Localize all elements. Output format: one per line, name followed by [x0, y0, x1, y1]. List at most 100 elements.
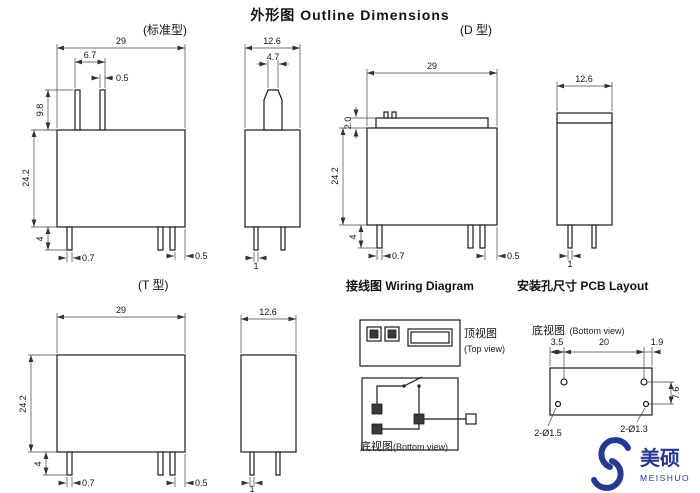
relay-body: [56, 129, 186, 228]
t-side-drawing: 12.6 1: [240, 307, 297, 493]
dim-body-width: 29: [427, 61, 437, 71]
coil-terminal-slot: [366, 326, 382, 342]
dim-lip-height: 2.0: [343, 117, 353, 130]
brand-name-en: MEISHUO: [640, 473, 690, 483]
wiring-bottom-view-en: (Bottom view): [393, 442, 449, 452]
pin-pad: [413, 413, 425, 425]
dim-edge-left: 3.5: [551, 337, 564, 347]
dim-pin-height: 9.8: [35, 104, 45, 117]
quick-connect-tab: [263, 89, 283, 131]
top-nub: [383, 111, 389, 119]
contact-lead: [376, 385, 404, 404]
t-front-drawing: 29 24.2 4 0.7 0.5: [18, 305, 208, 488]
standard-side-drawing: 12.6 4.7 1: [244, 36, 301, 271]
pcb-bottom-view-label: 底视图 (Bottom view): [532, 321, 624, 339]
dim-pin-thickness: 0.7: [392, 251, 405, 261]
pcb-bottom-view-en: (Bottom view): [569, 326, 625, 336]
mounting-hole: [642, 400, 650, 408]
mounting-hole: [560, 378, 568, 386]
dim-edge-right: 1.9: [651, 337, 664, 347]
dim-body-depth: 12.6: [259, 307, 277, 317]
bottom-pin: [275, 451, 281, 476]
top-view-label: 顶视图 (Top view): [464, 326, 505, 356]
external-terminal: [465, 413, 477, 425]
brand-name-cn: 美硕: [640, 446, 680, 470]
top-view-label-en: (Top view): [464, 344, 506, 354]
hole-callout-a: 2-Ø1.5: [534, 428, 562, 438]
bottom-pin: [253, 226, 259, 251]
wiring-section-label: 接线图 Wiring Diagram: [346, 279, 474, 293]
relay-body: [240, 354, 297, 453]
relay-body: [56, 354, 186, 453]
coil-terminal-slot: [384, 326, 400, 342]
meishuo-logo-icon: [591, 437, 631, 491]
bottom-view-outline: [361, 377, 459, 451]
dim-pin-thickness: 0.7: [82, 253, 95, 263]
bottom-pin: [157, 226, 164, 251]
switch-pivot: [402, 384, 406, 388]
bottom-pin: [66, 451, 73, 476]
wiring-diagram-drawing: [359, 319, 477, 451]
d-side-drawing: 12.6 1: [556, 74, 613, 269]
pcb-outline: [549, 367, 653, 416]
pcb-bottom-view-cn: 底视图: [532, 325, 565, 337]
hole-callout-b: 2-Ø1.3: [620, 424, 648, 434]
dim-hole-span: 20: [599, 337, 609, 347]
relay-body: [366, 127, 498, 226]
t-type-label: (T 型): [138, 278, 169, 292]
coil-terminal: [369, 329, 379, 339]
bottom-pin: [591, 224, 597, 249]
bottom-pin: [66, 226, 73, 251]
dim-pin-width: 1: [253, 261, 258, 271]
pcb-layout-drawing: 3.5 20 1.9 7.6 2-Ø1.5 2-Ø1.3: [534, 337, 681, 438]
top-pin: [74, 89, 81, 131]
dim-pin-span: 6.7: [84, 50, 97, 60]
dim-tab-width: 4.7: [267, 52, 280, 62]
dim-pin-width: 1: [567, 259, 572, 269]
bottom-pin: [169, 226, 176, 251]
d-type-label: (D 型): [460, 23, 492, 37]
bottom-pin: [249, 451, 255, 476]
standard-front-drawing: 29 6.7 0.5 9.8 24.2 4 0.7 0.5: [21, 36, 208, 263]
pin-pad: [371, 423, 383, 435]
dim-pin-length: 4: [348, 234, 358, 239]
dim-body-height: 24.2: [330, 167, 340, 185]
bottom-pin: [479, 224, 486, 249]
relay-body: [244, 129, 301, 228]
pin-pad: [371, 403, 383, 415]
bottom-pin: [567, 224, 573, 249]
dim-pin-offset: 0.5: [195, 478, 208, 488]
dim-pin-thickness: 0.7: [82, 478, 95, 488]
dim-row-span: 7.6: [671, 387, 681, 400]
mounting-hole: [554, 400, 562, 408]
bottom-pin: [467, 224, 474, 249]
switch-blade: [403, 376, 423, 387]
top-nub: [391, 111, 397, 119]
dim-body-height: 24.2: [21, 169, 31, 187]
page-title: 外形图 Outline Dimensions: [250, 7, 450, 23]
dim-pin-offset: 0.5: [195, 251, 208, 261]
dim-pin-width: 0.5: [116, 73, 129, 83]
dim-body-depth: 12.6: [263, 36, 281, 46]
dim-pin-offset: 0.5: [507, 251, 520, 261]
cover-lip: [375, 117, 489, 129]
coil-lead: [382, 424, 420, 430]
standard-type-label: (标准型): [143, 23, 187, 37]
contact-terminal-slot: [407, 328, 453, 347]
dim-body-width: 29: [116, 305, 126, 315]
dim-body-depth: 12.6: [575, 74, 593, 84]
top-view-label-cn: 顶视图: [464, 328, 497, 340]
bottom-pin: [169, 451, 176, 476]
dim-pin-length: 4: [33, 461, 43, 466]
d-front-drawing: 29 2.0 24.2 4 0.7 0.5: [330, 61, 520, 261]
relay-body: [556, 112, 613, 226]
bottom-pin: [280, 226, 286, 251]
mounting-hole: [640, 378, 648, 386]
contact-terminal-inner: [410, 331, 450, 344]
brand-logo: 美硕 MEISHUO: [591, 437, 690, 491]
dim-pin-width: 1: [249, 484, 254, 493]
dim-pin-length: 4: [35, 236, 45, 241]
pcb-section-label: 安装孔尺寸 PCB Layout: [517, 279, 649, 293]
dim-body-width: 29: [116, 36, 126, 46]
